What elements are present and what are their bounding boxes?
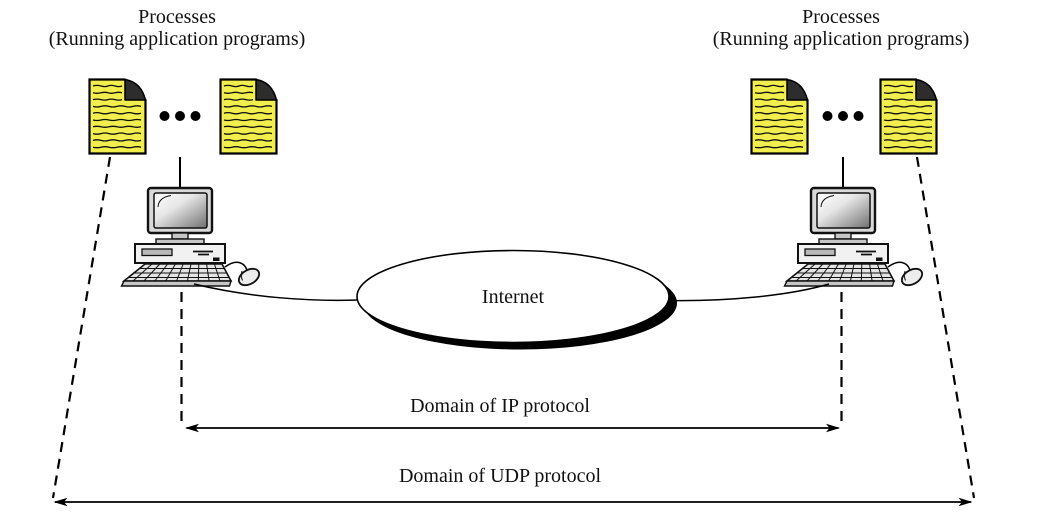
document-icon (219, 78, 278, 155)
internet-cloud (356, 249, 677, 350)
processes-label-left: Processes (Running application programs) (49, 6, 306, 50)
document-icon (879, 78, 938, 155)
document-icon (750, 78, 809, 155)
process-documents-right (750, 78, 938, 155)
lan-link-left (193, 283, 359, 302)
internet-cloud-ellipse (356, 249, 670, 344)
process-documents-left (88, 78, 278, 155)
processes-label-left-line1: Processes (138, 6, 216, 28)
processes-label-left-line2: (Running application programs) (48, 28, 306, 50)
processes-label-right-line1: Processes (802, 6, 880, 28)
document-icon (88, 78, 147, 155)
ellipsis-dots-icon (159, 111, 201, 121)
processes-label-right-line2: (Running application programs) (712, 28, 970, 50)
internet-label: Internet (481, 286, 545, 308)
udp-domain-label: Domain of UDP protocol (398, 465, 602, 487)
processes-label-right: Processes (Running application programs) (713, 6, 970, 50)
desktop-computer-icon-right (783, 186, 927, 290)
desktop-computer-icon-left (120, 186, 264, 290)
udp-domain-boundary-left (51, 156, 112, 499)
udp-domain-boundary-right (915, 156, 976, 499)
ip-domain-label: Domain of IP protocol (410, 395, 590, 417)
ellipsis-dots-icon (822, 111, 864, 121)
lan-link-right (667, 283, 830, 302)
